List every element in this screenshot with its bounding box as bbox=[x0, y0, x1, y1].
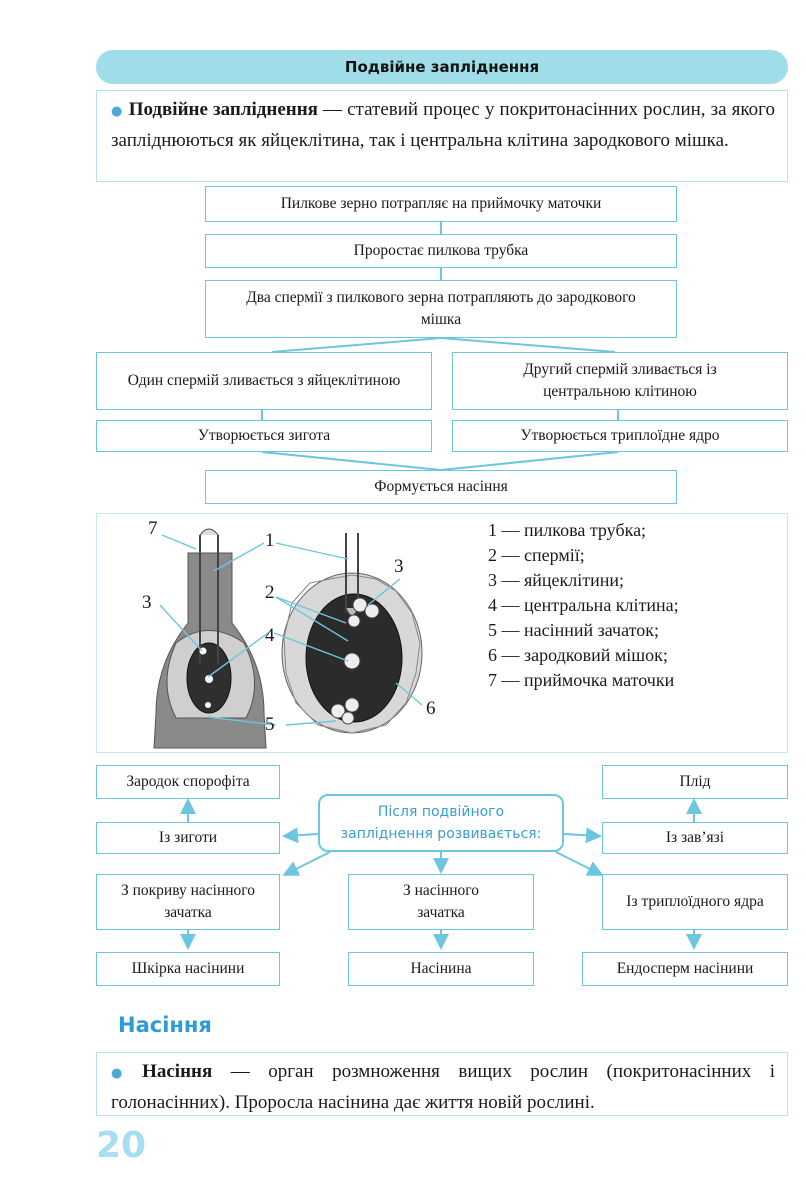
connector bbox=[440, 268, 442, 280]
definition-box-2: ● Насіння — орган розмноження вищих росли… bbox=[96, 1052, 788, 1116]
figure-label-1: 1 bbox=[265, 530, 275, 551]
flow-right-1: Другий спермій зливається із центральною… bbox=[452, 352, 788, 410]
flow-right-2: Утворюється триплоїдне ядро bbox=[452, 420, 788, 452]
flow-step-1: Пилкове зерно потрапляє на приймочку мат… bbox=[205, 186, 677, 222]
definition-text-2: — орган розмноження вищих рослин (покрит… bbox=[111, 1061, 776, 1113]
flow-right-1-label: Другий спермій зливається із центральною… bbox=[523, 361, 717, 400]
cover-box: З покриву насінного зачатка bbox=[96, 874, 280, 930]
development-center-label: Після подвійного запліднення розвиваєтьс… bbox=[340, 804, 542, 842]
flow-step-2: Проростає пилкова трубка bbox=[205, 234, 677, 268]
bullet-icon: ● bbox=[111, 1066, 137, 1081]
split-connector bbox=[261, 337, 619, 471]
triploid-label: Із триплоїдного ядра bbox=[626, 893, 764, 910]
zygote-label: Із зиготи bbox=[158, 829, 218, 846]
page-number: 20 bbox=[96, 1125, 147, 1166]
section-banner: Подвійне запліднення bbox=[96, 50, 788, 84]
legend-item: 5 — насінний зачаток; bbox=[488, 620, 659, 640]
flow-left-2: Утворюється зигота bbox=[96, 420, 432, 452]
flow-step-1-label: Пилкове зерно потрапляє на приймочку мат… bbox=[280, 195, 602, 212]
endosperm-label: Ендосперм насінини bbox=[616, 960, 754, 977]
figure-label-4: 4 bbox=[265, 625, 275, 646]
embryo-box: Зародок спорофіта bbox=[96, 765, 280, 799]
figure-label-3b: 3 bbox=[394, 556, 404, 577]
seed-box: Насінина bbox=[348, 952, 534, 986]
flow-right-2-label: Утворюється триплоїдне ядро bbox=[520, 427, 720, 444]
seed-label: Насінина bbox=[410, 960, 472, 977]
legend-item: 4 — центральна клітина; bbox=[488, 595, 679, 615]
flow-step-3: Два спермії з пилкового зерна потрапляют… bbox=[205, 280, 677, 338]
endosperm-box: Ендосперм насінини bbox=[582, 952, 788, 986]
legend-item: 1 — пилкова трубка; bbox=[488, 520, 647, 540]
seed-coat-box: Шкірка насінини bbox=[96, 952, 280, 986]
triploid-box: Із триплоїдного ядра bbox=[602, 874, 788, 930]
fruit-box: Плід bbox=[602, 765, 788, 799]
fertilization-illustration bbox=[153, 528, 423, 749]
ovule-box: З насінного зачатка bbox=[348, 874, 534, 930]
seed-coat-label: Шкірка насінини bbox=[131, 960, 245, 977]
flow-step-3-label: Два спермії з пилкового зерна потрапляют… bbox=[246, 289, 636, 328]
ovary-box: Із зав’язі bbox=[602, 822, 788, 854]
development-arrows bbox=[180, 798, 702, 950]
legend-item: 7 — приймочка маточки bbox=[488, 670, 675, 690]
figure-panel bbox=[96, 513, 788, 753]
figure-label-6: 6 bbox=[426, 698, 436, 719]
figure-label-2: 2 bbox=[265, 582, 275, 603]
section-heading: Насіння bbox=[118, 1013, 212, 1037]
definition-term-2: Насіння bbox=[142, 1061, 213, 1082]
definition-box: ● Подвійне запліднення — статевий процес … bbox=[96, 90, 788, 182]
flow-final: Формується насіння bbox=[205, 470, 677, 504]
definition-text: — статевий процес у покритонасінних росл… bbox=[111, 99, 775, 151]
definition-term: Подвійне запліднення bbox=[128, 99, 318, 120]
legend-item: 2 — спермії; bbox=[488, 545, 585, 565]
legend-item: 6 — зародковий мішок; bbox=[488, 645, 668, 665]
figure-label-5: 5 bbox=[265, 714, 275, 735]
zygote-box: Із зиготи bbox=[96, 822, 280, 854]
development-center-bubble: Після подвійного запліднення розвиваєтьс… bbox=[318, 794, 564, 852]
figure-label-3: 3 bbox=[142, 592, 152, 613]
flow-left-2-label: Утворюється зигота bbox=[197, 427, 331, 444]
legend-item: 3 — яйцеклітини; bbox=[488, 570, 625, 590]
embryo-label: Зародок спорофіта bbox=[126, 773, 250, 790]
flow-left-1-label: Один спермій зливається з яйцеклітиною bbox=[127, 372, 401, 389]
bullet-icon: ● bbox=[111, 104, 123, 119]
figure-legend: 1 — пилкова трубка; 2 — спермії; 3 — яйц… bbox=[488, 518, 679, 693]
ovary-label: Із зав’язі bbox=[665, 829, 725, 846]
flow-final-label: Формується насіння bbox=[374, 478, 508, 495]
figure-label-7: 7 bbox=[148, 518, 158, 539]
connector bbox=[440, 222, 442, 234]
flow-step-2-label: Проростає пилкова трубка bbox=[353, 242, 529, 259]
fruit-label: Плід bbox=[679, 773, 711, 790]
cover-label: З покриву насінного зачатка bbox=[120, 882, 256, 921]
ovule-label: З насінного зачатка bbox=[402, 882, 480, 921]
flow-left-1: Один спермій зливається з яйцеклітиною bbox=[96, 352, 432, 410]
